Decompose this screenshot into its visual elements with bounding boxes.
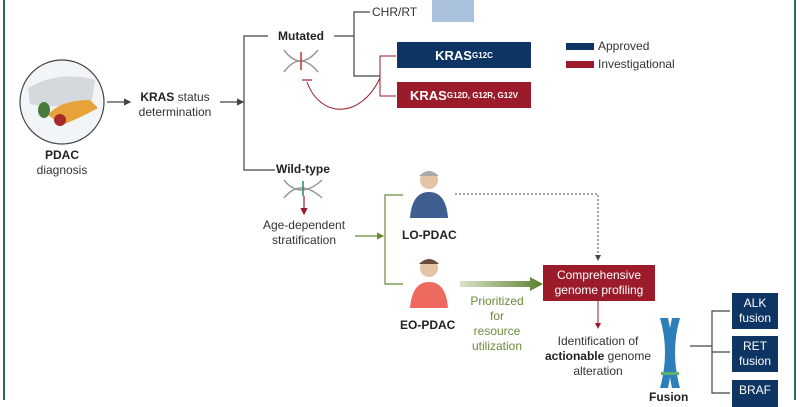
strat-line1: Age-dependent — [262, 218, 346, 232]
dna-icon — [283, 179, 323, 199]
legend-swatch-investigational — [566, 61, 594, 68]
lo-pdac-label: LO-PDAC — [402, 228, 457, 242]
age-stratification: Age-dependent stratification — [256, 218, 352, 248]
eo-pdac-person-icon — [410, 259, 448, 308]
ident-line1: Identification of — [557, 334, 639, 348]
lo-pdac-person-icon — [410, 171, 448, 218]
profiling-line2: genome profiling — [554, 283, 644, 297]
pdac-title: PDAC — [44, 148, 79, 162]
pancreas-liver-icon — [19, 59, 105, 145]
dotted-lo-to-profiling — [455, 193, 601, 261]
chr-rt-label: CHR/RT — [372, 5, 418, 19]
green-arrow — [460, 277, 543, 291]
ret-l2: fusion — [738, 354, 772, 368]
kras-determination-text: determination — [138, 105, 212, 119]
legend-approved: Approved — [598, 39, 650, 53]
mutated-label: Mutated — [278, 29, 324, 43]
alk-l2: fusion — [738, 311, 772, 325]
frame-border-left — [3, 0, 5, 400]
wild-type-label: Wild-type — [276, 162, 330, 176]
strat-line2: stratification — [271, 233, 337, 247]
kras-g12c-sup: G12C — [471, 50, 493, 60]
kras-status-step: KRAS status determination — [130, 90, 220, 120]
prio-3: resource — [473, 324, 521, 338]
prio-4: utilization — [471, 339, 523, 353]
genome-profiling-box: Comprehensive genome profiling — [543, 265, 655, 301]
profiling-line1: Comprehensive — [556, 268, 642, 282]
pdac-diagnosis-label: PDAC diagnosis — [30, 148, 94, 178]
identification-text: Identification of actionable genome alte… — [540, 334, 656, 379]
kras-other-sup: G12D, G12R, G12V — [446, 90, 518, 100]
kras-other-base: KRAS — [410, 87, 447, 103]
legend-swatch-approved — [566, 43, 594, 50]
chromosome-icon — [660, 318, 680, 388]
braf-fusion-box: BRAF — [732, 380, 778, 407]
kras-status-text: status — [174, 90, 210, 104]
braf-l1: BRAF — [738, 383, 771, 397]
inhibition-curve — [306, 77, 381, 110]
branch-mutated-wildtype — [243, 35, 275, 171]
dna-mutation-icon — [283, 49, 319, 73]
kras-bold: KRAS — [140, 90, 175, 104]
frame-border-right — [794, 0, 796, 400]
ident-line2: genome — [604, 349, 652, 363]
prio-2: for — [489, 309, 504, 323]
patient-icon — [432, 0, 474, 22]
prio-1: Prioritized — [470, 294, 524, 308]
ident-line3: alteration — [573, 364, 623, 378]
ret-l1: RET — [743, 339, 767, 353]
prioritized-text: Prioritized for resource utilization — [462, 294, 532, 354]
alk-l1: ALK — [743, 296, 767, 310]
fusion-label: Fusion — [649, 390, 689, 404]
kras-g12c-base: KRAS — [435, 47, 472, 63]
red-bracket — [379, 55, 396, 97]
legend-investigational: Investigational — [598, 57, 675, 71]
eo-pdac-label: EO-PDAC — [400, 318, 456, 332]
ident-bold: actionable — [544, 349, 605, 363]
branch-lo-eo — [384, 194, 403, 285]
branch-mutated-options — [353, 11, 380, 77]
pdac-subtitle: diagnosis — [36, 163, 88, 177]
